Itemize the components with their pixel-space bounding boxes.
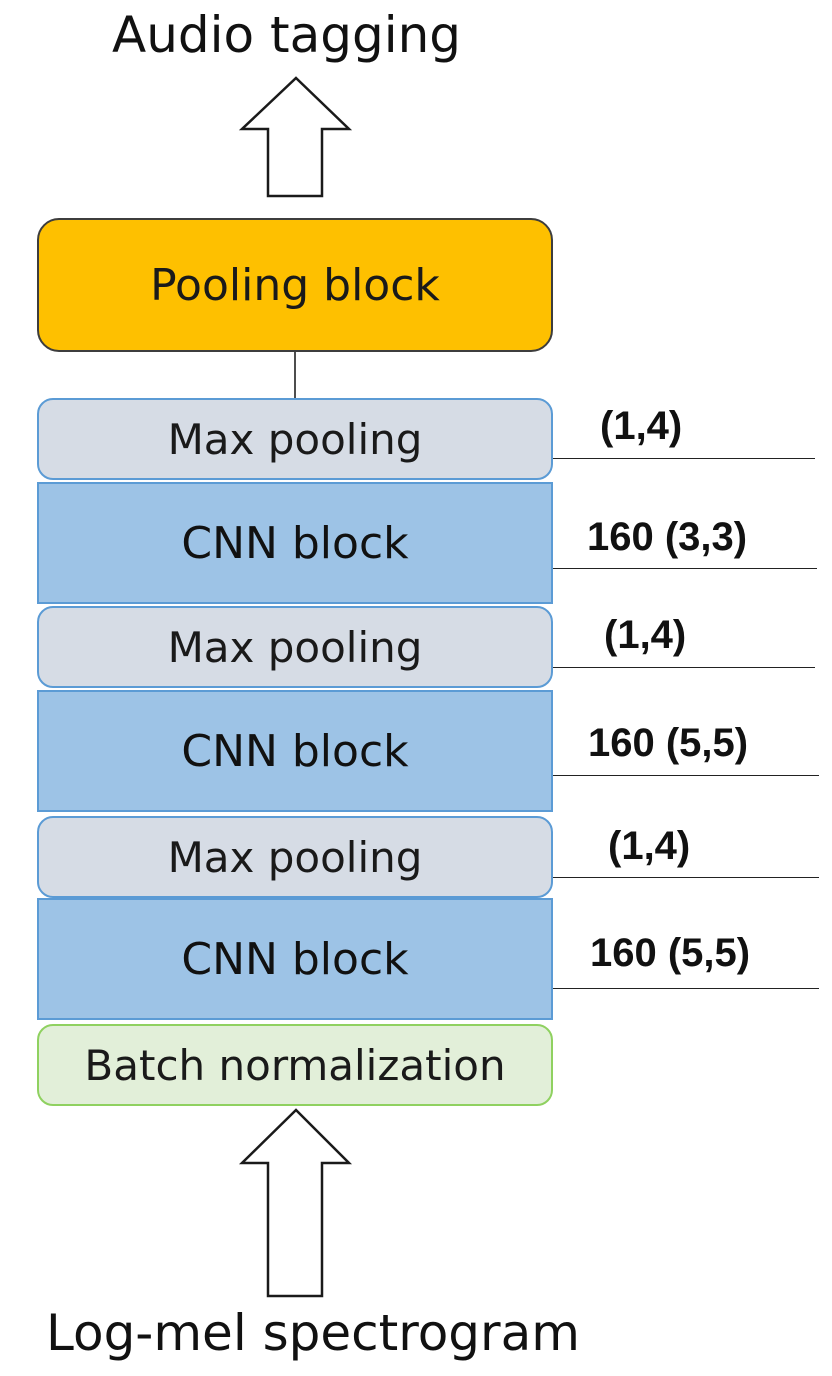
layer-label: CNN block xyxy=(181,933,409,985)
max-pooling-layer-1: Max pooling xyxy=(37,398,553,480)
cnn-block-layer-3: CNN block xyxy=(37,898,553,1020)
param-rule-4 xyxy=(553,775,819,776)
param-rule-1 xyxy=(553,458,815,459)
batch-normalization-label: Batch normalization xyxy=(84,1040,506,1090)
batch-normalization-layer: Batch normalization xyxy=(37,1024,553,1106)
layer-label: CNN block xyxy=(181,517,409,569)
output-arrow-icon xyxy=(238,76,353,198)
max-pooling-layer-3: Max pooling xyxy=(37,816,553,898)
input-label: Log-mel spectrogram xyxy=(46,1304,580,1362)
input-arrow-icon xyxy=(238,1108,353,1298)
cnn-block-layer-1: CNN block xyxy=(37,482,553,604)
max-pooling-layer-2: Max pooling xyxy=(37,606,553,688)
param-rule-2 xyxy=(553,568,817,569)
layer-param-2: 160 (3,3) xyxy=(587,515,748,559)
layer-param-5: (1,4) xyxy=(608,824,691,868)
param-rule-5 xyxy=(553,877,819,878)
layer-label: Max pooling xyxy=(167,414,423,464)
layer-param-4: 160 (5,5) xyxy=(588,721,749,765)
layer-param-1: (1,4) xyxy=(600,404,683,448)
cnn-block-layer-2: CNN block xyxy=(37,690,553,812)
layer-param-3: (1,4) xyxy=(604,613,687,657)
layer-label: CNN block xyxy=(181,725,409,777)
param-rule-3 xyxy=(553,667,815,668)
pooling-block-label: Pooling block xyxy=(150,259,440,311)
output-label: Audio tagging xyxy=(112,6,462,64)
layer-param-6: 160 (5,5) xyxy=(590,931,751,975)
param-rule-6 xyxy=(553,988,819,989)
pooling-block: Pooling block xyxy=(37,218,553,352)
layer-label: Max pooling xyxy=(167,622,423,672)
layer-label: Max pooling xyxy=(167,832,423,882)
